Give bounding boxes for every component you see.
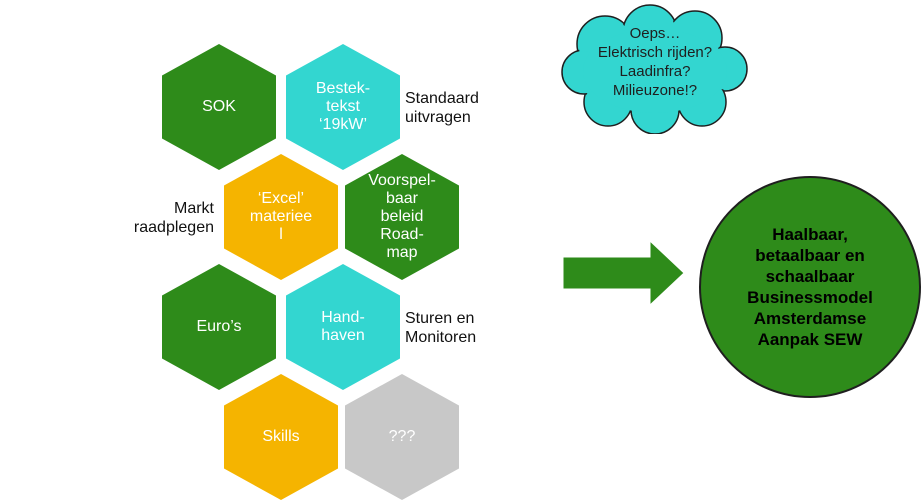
hexagon-euros: Euro’s: [162, 264, 276, 390]
hexagon-unknown: ???: [345, 374, 459, 500]
hexagon-voorspelbaar-label: Voorspel- baar beleid Road- map: [368, 172, 436, 261]
cloud-text: Oeps… Elektrisch rijden? Laadinfra? Mili…: [597, 25, 713, 99]
hexagon-excel-materieel: ‘Excel’ materiee l: [224, 154, 338, 280]
hexagon-skills-label: Skills: [262, 428, 300, 445]
hexagon-excel-label: ‘Excel’ materiee l: [249, 190, 313, 243]
label-markt-raadplegen: Markt raadplegen: [133, 200, 214, 236]
hexagon-handhaven-label: Hand- haven: [321, 309, 365, 344]
goal-circle: Haalbaar, betaalbaar en schaalbaar Busin…: [699, 176, 921, 398]
hexagon-handhaven: Hand- haven: [286, 264, 400, 390]
hexagon-voorspelbaar-beleid: Voorspel- baar beleid Road- map: [345, 154, 459, 280]
hexagon-sok: SOK: [162, 44, 276, 170]
cloud-shape: [561, 4, 748, 135]
hexagon-bestektekst: Bestek- tekst ‘19kW’: [286, 44, 400, 170]
goal-text: Haalbaar, betaalbaar en schaalbaar Busin…: [747, 225, 873, 349]
right-arrow-icon: [562, 240, 685, 306]
label-standaard-uitvragen: Standaard uitvragen: [405, 90, 479, 126]
hexagon-unknown-label: ???: [388, 428, 416, 445]
cloud: Oeps… Elektrisch rijden? Laadinfra? Mili…: [560, 4, 750, 135]
hexagon-bestektekst-label: Bestek- tekst ‘19kW’: [315, 80, 371, 133]
label-sturen-monitoren: Sturen en Monitoren: [405, 310, 477, 346]
hexagon-sok-label: SOK: [202, 98, 236, 115]
hexagon-euros-label: Euro’s: [196, 318, 242, 335]
hexagon-skills: Skills: [224, 374, 338, 500]
